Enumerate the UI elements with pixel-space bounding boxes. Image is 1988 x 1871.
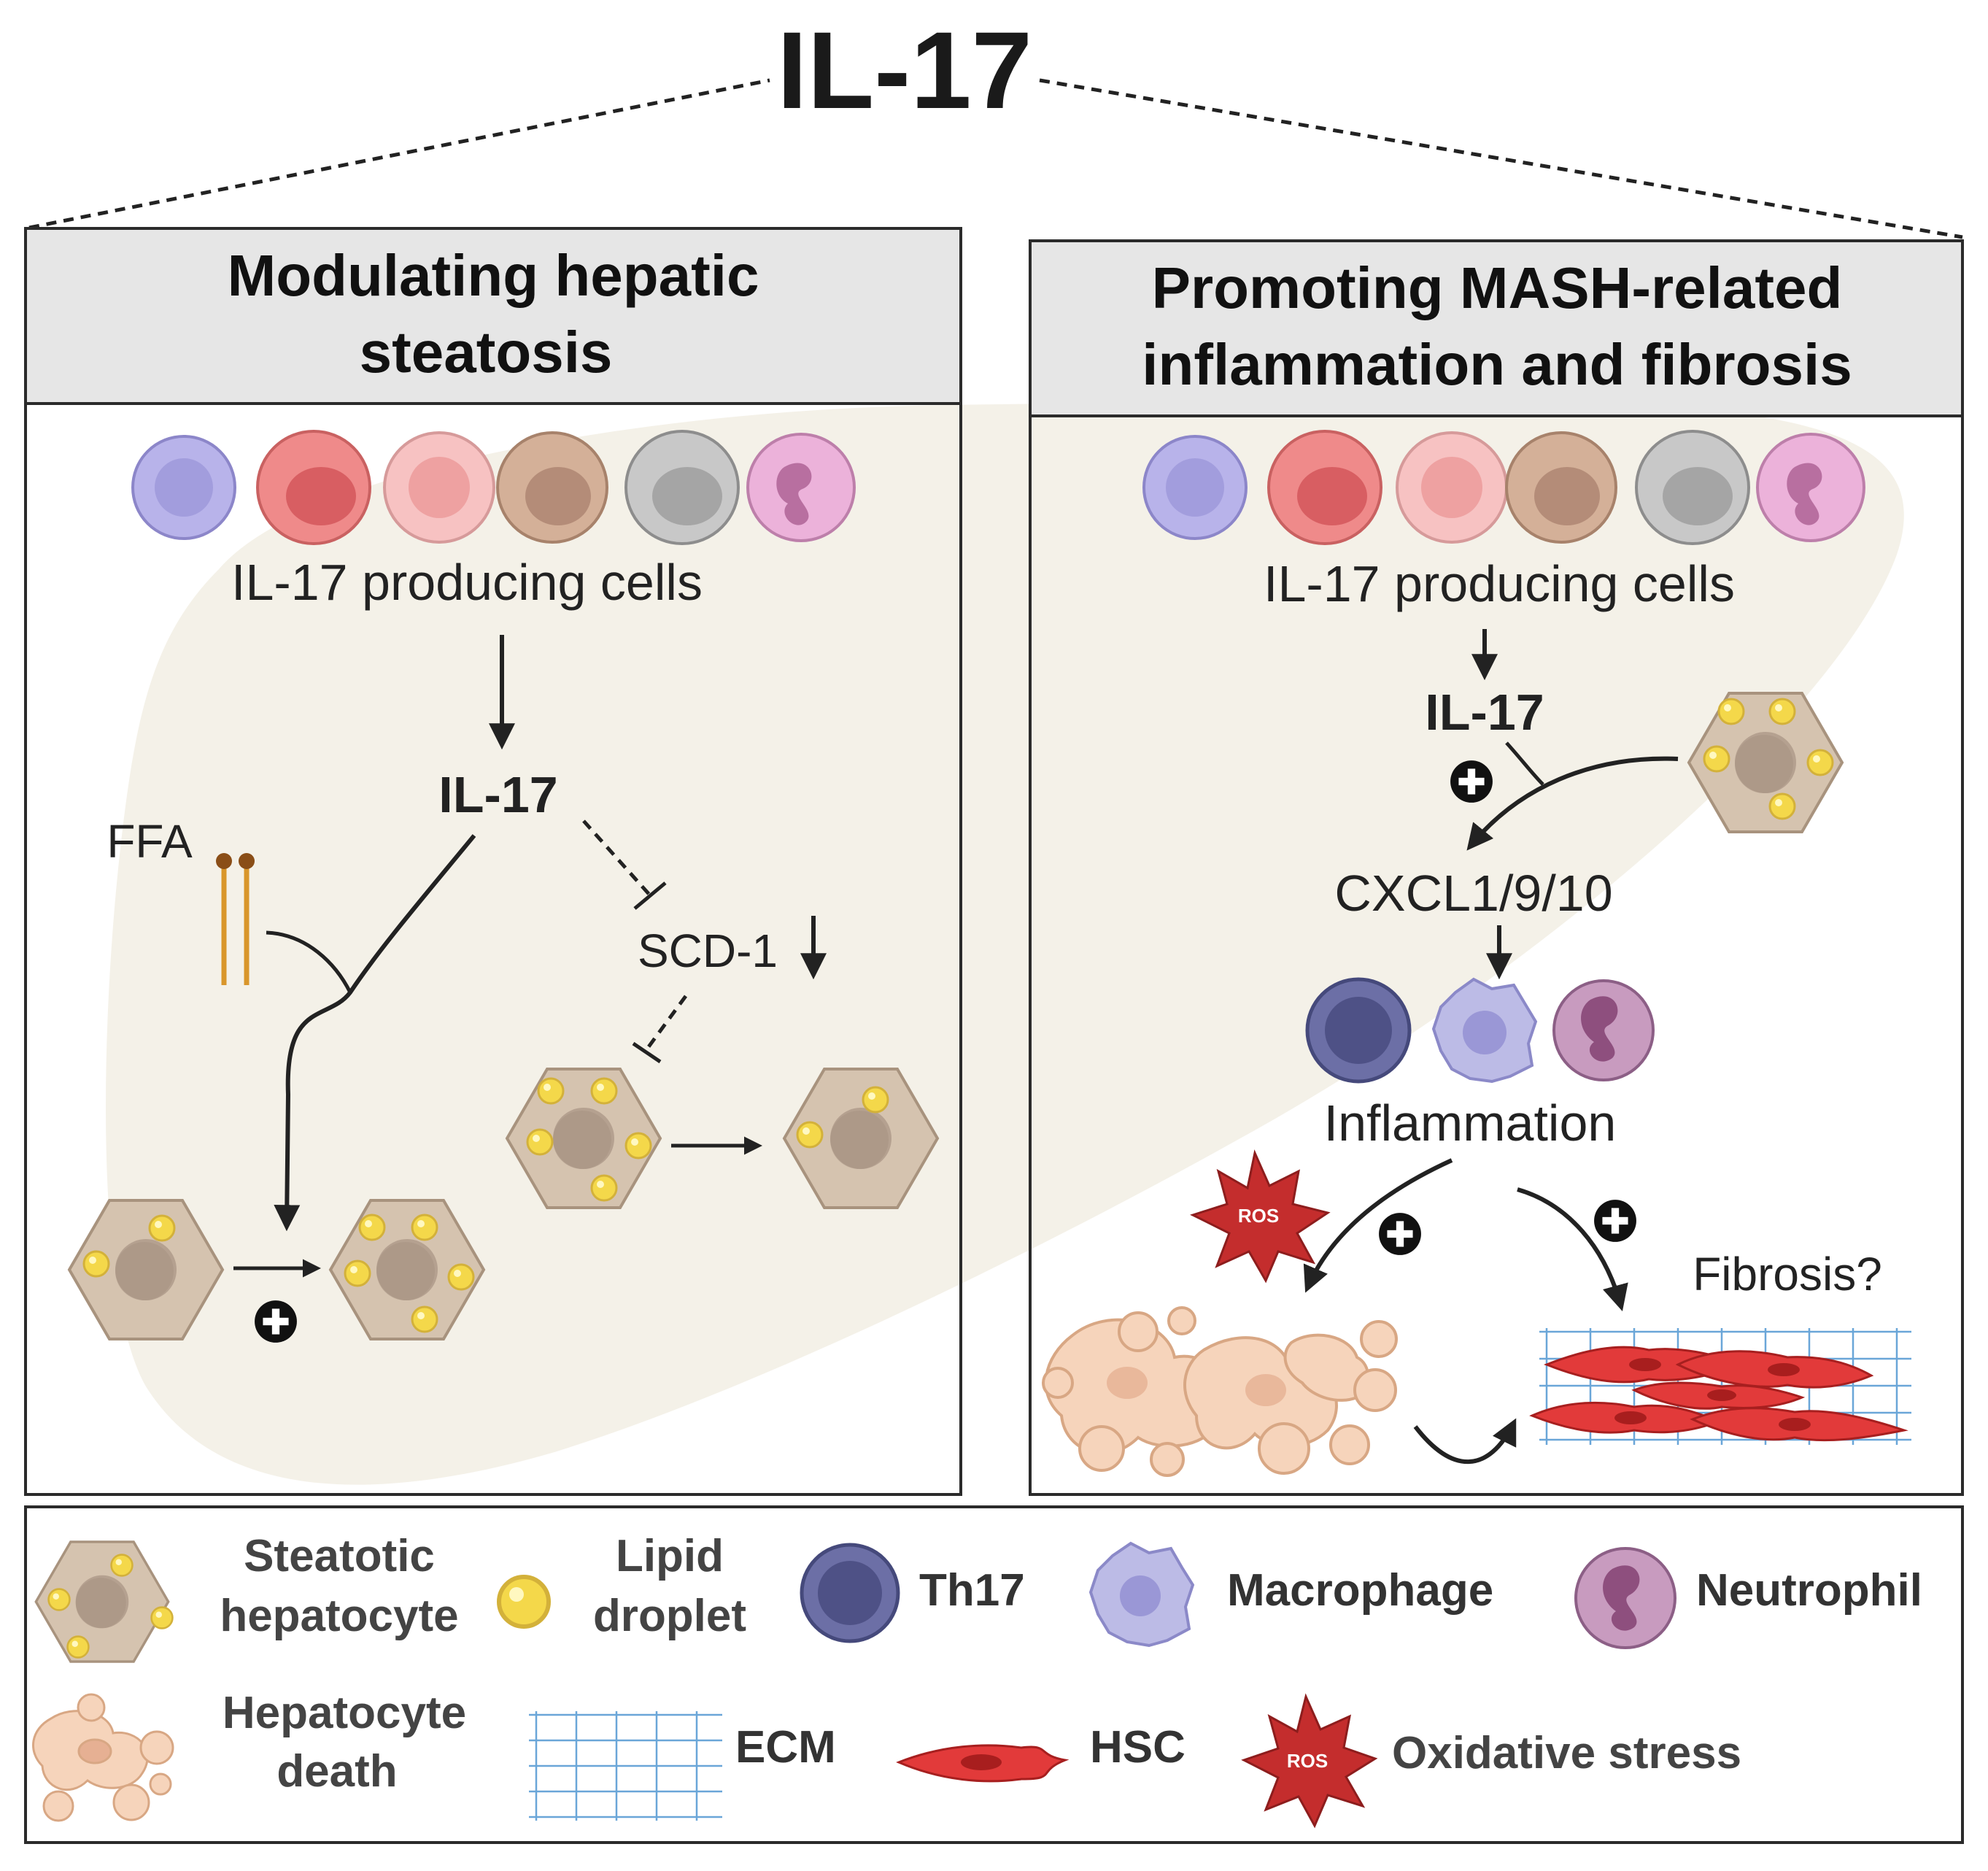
legend-death-line1: Hepatocyte [223,1688,466,1738]
legend-lipid-line2: droplet [593,1591,746,1641]
left-panel-title-line1: Modulating hepatic [228,243,759,308]
ros-icon: ROS [1190,1149,1331,1284]
ffa-join-line [266,930,352,994]
right-producing-cells-label: IL-17 producing cells [1264,555,1735,612]
left-panel-title-line2: steatosis [360,320,613,385]
right-panel-title-line2: inflammation and fibrosis [1142,332,1852,397]
right-panel: Promoting MASH-related inflammation and … [1029,239,1964,1496]
legend-hepatocyte-death-icon [32,1693,174,1822]
right-panel-header [1029,239,1964,417]
inflammation-label: Inflammation [1324,1095,1617,1151]
legend-neutrophil-icon [1574,1547,1676,1649]
chemokines-label: CXCL1/9/10 [1334,865,1612,922]
inhibit-bar-1 [633,882,667,910]
scd1-inhibit-line [643,995,688,1052]
right-plus-icon-1 [1450,760,1493,803]
fibrosis-label: Fibrosis? [1693,1248,1882,1300]
arrow-to-chemokines [1466,756,1679,851]
inflammatory-cells [1305,977,1655,1084]
legend-lipid-line1: Lipid [616,1531,724,1581]
right-panel-title-line1: Promoting MASH-related [1152,255,1843,320]
ros-label: ROS [1238,1205,1279,1227]
main-title: IL-17 [777,9,1032,131]
left-producing-cells-label: IL-17 producing cells [231,554,703,611]
legend-macrophage-icon [1088,1541,1195,1648]
legend: Steatotic hepatocyte Lipid droplet Th17 … [24,1505,1964,1844]
legend-th17-icon [800,1543,900,1643]
legend-steatotic-line2: hepatocyte [220,1591,458,1641]
right-plus-icon-2 [1379,1213,1421,1255]
legend-ros-label: ROS [1287,1750,1328,1772]
left-panel: Modulating hepatic steatosis IL-17 produ… [24,227,962,1496]
ffa-label: FFA [107,815,193,868]
right-producing-cells [1142,430,1865,545]
legend-steatotic-line1: Steatotic [244,1531,435,1581]
title-dash-right [1039,78,1963,239]
arrow-inflammation-to-fibrosis [1517,1187,1628,1311]
hsc-nuclei [1614,1358,1811,1431]
legend-ecm-icon [529,1711,722,1821]
right-il17-label: IL-17 [1425,684,1544,741]
right-plus-icon-3 [1594,1200,1636,1242]
left-panel-header [24,227,962,405]
legend-hsc-icon [896,1744,1070,1783]
legend-th17: Th17 [919,1565,1025,1616]
legend-neutrophil: Neutrophil [1696,1565,1922,1616]
legend-ros-icon: ROS [1241,1693,1378,1829]
arrow-death-to-fibrosis [1413,1418,1517,1465]
scd1-label: SCD-1 [638,925,778,977]
legend-hsc: HSC [1090,1722,1186,1772]
title-dash-left [28,78,770,230]
legend-macrophage: Macrophage [1227,1565,1493,1616]
ffa-icon [216,853,255,985]
left-il17-label: IL-17 [438,766,557,823]
legend-ecm: ECM [735,1722,836,1772]
legend-lipid-icon [499,1577,549,1627]
liver-silhouette [106,400,1904,1485]
arrow-inflammation-to-death [1303,1158,1453,1293]
left-plus-icon [255,1300,297,1343]
inhibit-bar-2 [632,1041,662,1064]
hepatocyte-death-cluster [1042,1306,1398,1477]
legend-death-line2: death [276,1746,397,1797]
il17-join-line [1505,741,1544,786]
hepatocyte-death-nuclei [1107,1367,1286,1406]
left-arrow-il17-to-steatosis [274,834,476,1232]
left-producing-cells [131,430,856,545]
legend-oxidative-stress: Oxidative stress [1392,1728,1741,1778]
